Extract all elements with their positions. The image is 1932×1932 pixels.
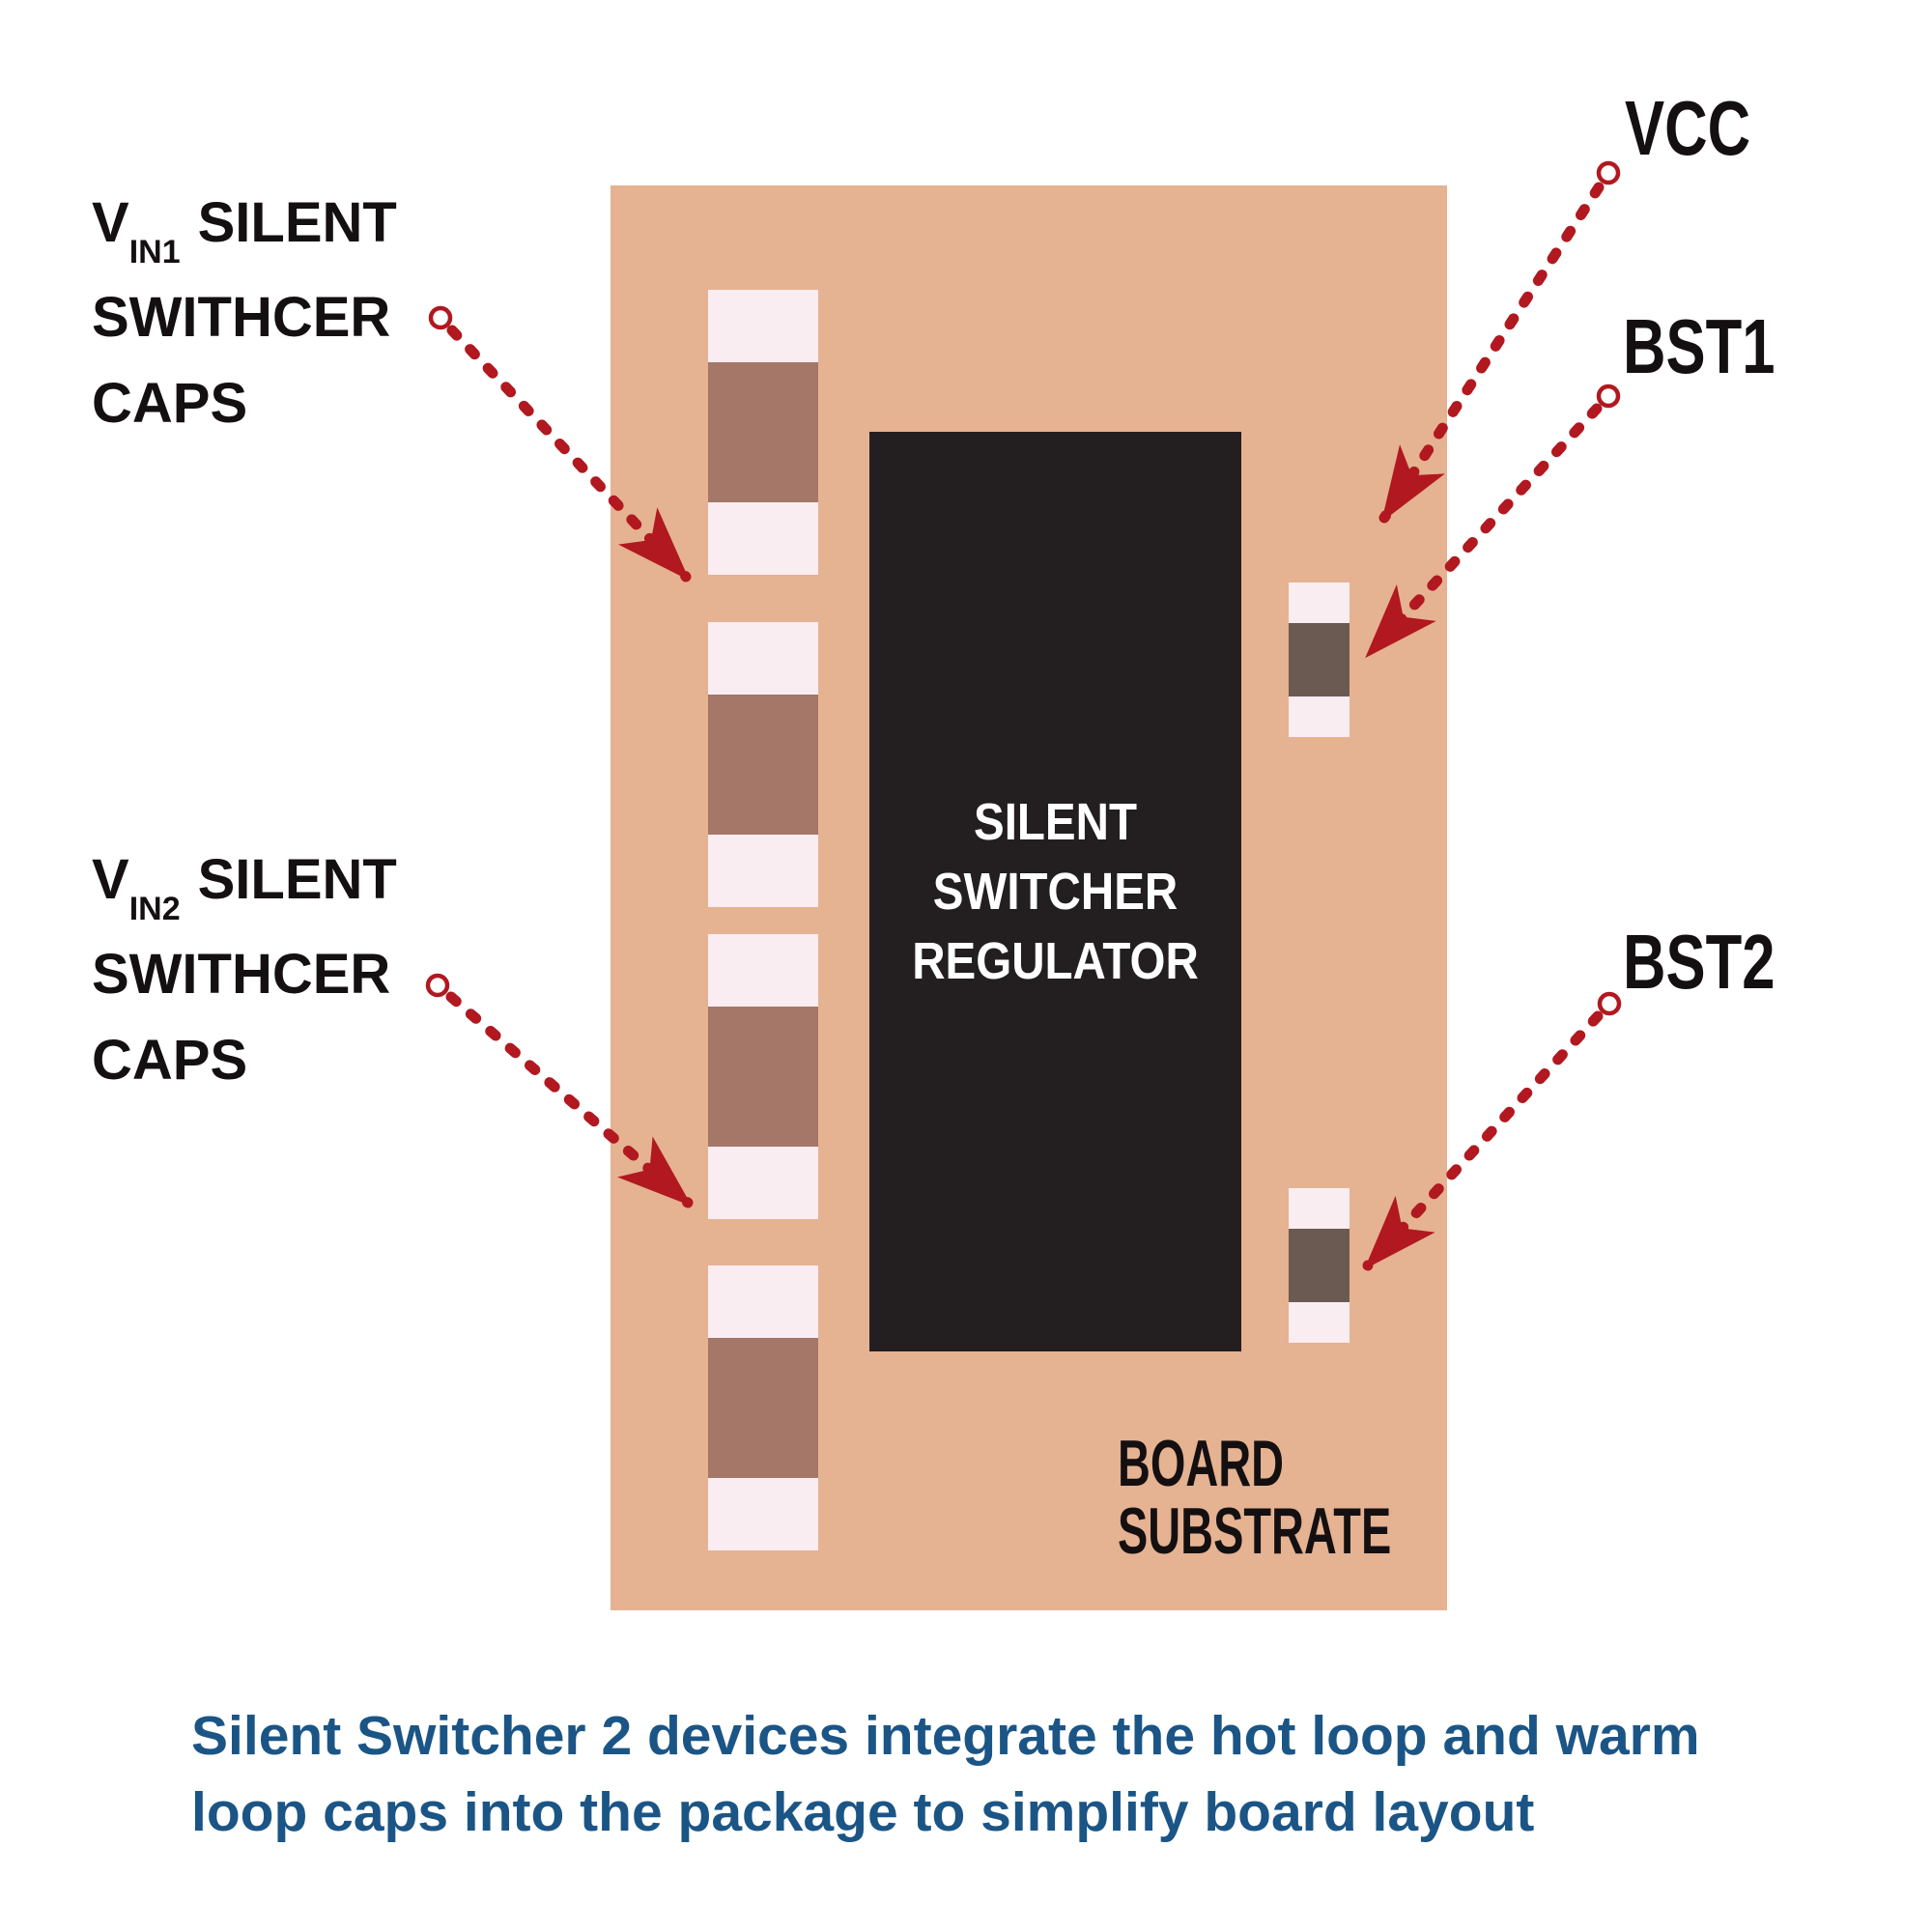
bst1-callout-circle [1596, 384, 1621, 409]
cap-terminal [1289, 696, 1350, 737]
board-substrate-line2: SUBSTRATE [1118, 1494, 1392, 1568]
cap-terminal [708, 622, 818, 695]
bst2-cap [1289, 1188, 1350, 1343]
cap-body [1289, 1229, 1350, 1302]
caption-line2: loop caps into the package to simplify b… [191, 1781, 1535, 1843]
bst1-cap [1289, 582, 1350, 737]
vcc-label: VCC [1625, 85, 1751, 171]
caption: Silent Switcher 2 devices integrate the … [191, 1698, 1700, 1851]
silent-switcher-regulator: SILENT SWITCHER REGULATOR [869, 432, 1241, 1351]
vin1-silent: SILENT [197, 191, 397, 254]
cap-terminal [1289, 582, 1350, 623]
vin2-label-line3: CAPS [92, 1029, 248, 1092]
cap-terminal [708, 1265, 818, 1338]
vin1-label-line1: VIN1 SILENT [92, 180, 397, 274]
board-substrate-line1: BOARD [1118, 1427, 1285, 1500]
cap-terminal [708, 290, 818, 362]
vin1-label: VIN1 SILENT SWITHCER CAPS [92, 180, 397, 446]
cap-body [708, 1007, 818, 1147]
cap-terminal [708, 1478, 818, 1550]
bst2-label: BST2 [1623, 919, 1776, 1005]
vin2-subscript: IN2 [128, 891, 181, 927]
cap-terminal [708, 502, 818, 575]
cap-terminal [708, 934, 818, 1007]
cap-body [1289, 623, 1350, 696]
cap-terminal [1289, 1302, 1350, 1343]
caption-line1: Silent Switcher 2 devices integrate the … [191, 1705, 1700, 1767]
vin2-v: V [92, 848, 129, 911]
bst1-label: BST1 [1623, 303, 1776, 389]
vin1-subscript: IN1 [128, 234, 181, 270]
cap-body [708, 1338, 818, 1478]
vin1-label-line2: SWITHCER [92, 286, 391, 349]
regulator-label-line3: REGULATOR [912, 932, 1199, 990]
vin1-callout-circle [428, 305, 453, 330]
vin2-silent: SILENT [197, 848, 397, 911]
vin2-label-line1: VIN2 SILENT [92, 837, 397, 931]
regulator-label: SILENT SWITCHER REGULATOR [912, 787, 1199, 996]
vin2-cap-2 [708, 1265, 818, 1550]
vin1-cap-1 [708, 290, 818, 575]
vin1-v: V [92, 191, 129, 254]
board-substrate-label: BOARD SUBSTRATE [1118, 1430, 1391, 1565]
vcc-callout-circle [1596, 160, 1621, 185]
cap-body [708, 695, 818, 835]
vin1-label-line3: CAPS [92, 372, 248, 435]
vin2-label: VIN2 SILENT SWITHCER CAPS [92, 837, 397, 1103]
regulator-label-line2: SWITCHER [932, 863, 1179, 921]
cap-terminal [708, 1147, 818, 1219]
regulator-label-line1: SILENT [974, 793, 1137, 851]
vin1-cap-2 [708, 622, 818, 907]
bst2-callout-circle [1597, 991, 1622, 1016]
vin2-cap-1 [708, 934, 818, 1219]
cap-body [708, 362, 818, 502]
cap-terminal [1289, 1188, 1350, 1229]
cap-terminal [708, 835, 818, 907]
vin2-label-line2: SWITHCER [92, 943, 391, 1006]
vin2-callout-circle [425, 973, 450, 998]
